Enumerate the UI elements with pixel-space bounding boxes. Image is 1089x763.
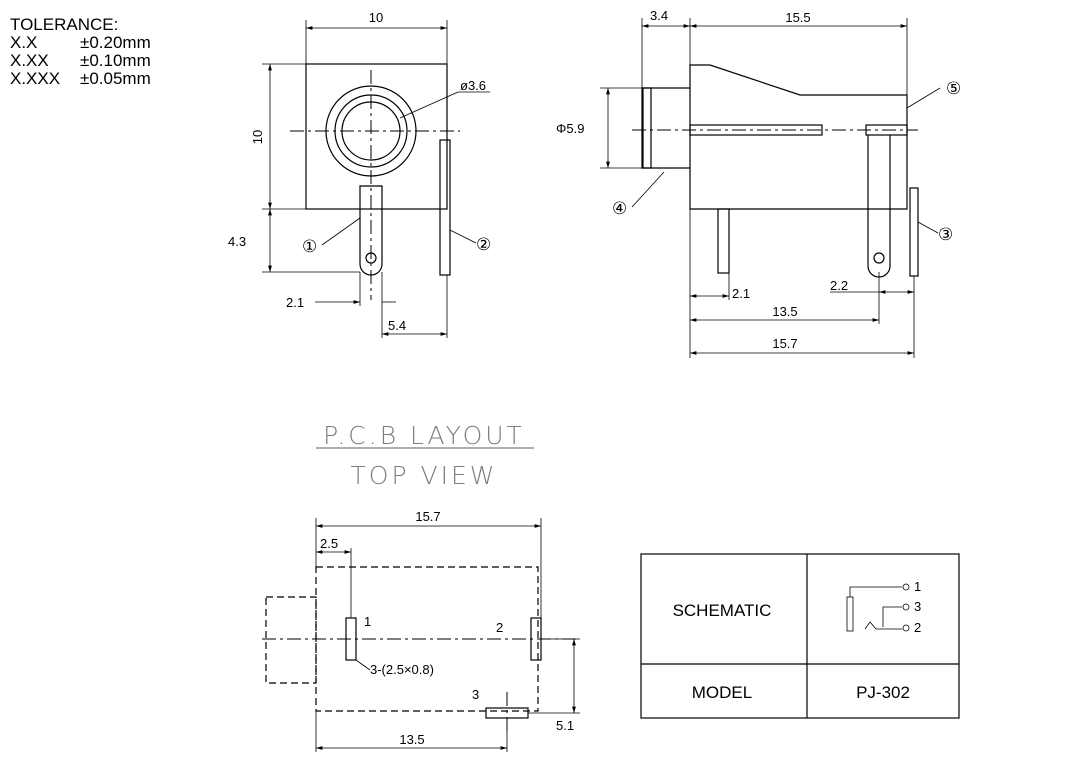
bore-leader	[399, 91, 459, 119]
dim-pcb-pin1-text: 2.5	[320, 536, 338, 551]
tolerance-format: X.XX	[10, 51, 49, 70]
schematic-symbol: 1 3 2	[846, 579, 921, 635]
pcb-front-outline	[265, 596, 317, 684]
tolerance-value: ±0.20mm	[80, 33, 151, 52]
dim-width-text: 10	[369, 10, 383, 25]
dim-bore-text: ø3.6	[460, 78, 486, 93]
callout-1-leader	[321, 217, 361, 246]
tolerance-value: ±0.10mm	[80, 51, 151, 70]
dim-pcb-span-text: 13.5	[399, 732, 424, 747]
callout-2: ②	[476, 235, 491, 254]
schematic-terminal-1	[902, 583, 910, 591]
schematic-wire-2	[864, 621, 902, 630]
front-body-outline	[305, 63, 448, 210]
schematic-wire-3	[882, 606, 902, 627]
side-plug-channel	[689, 124, 823, 136]
side-view: 3.4 15.5 Φ5.9 2.1 2.2 13.5 15.7 ⑤ ④ ③	[556, 8, 961, 358]
front-view: 10 10 4.3 2.1 5.4 ø3.6 ① ②	[228, 10, 491, 338]
callout-4: ④	[612, 199, 627, 218]
slot-note-text: 3-(2.5×0.8)	[370, 662, 434, 677]
callout-4-leader	[631, 171, 665, 208]
tolerance-row: X.XX ±0.10mm	[10, 52, 151, 70]
tolerance-block: TOLERANCE: X.X ±0.20mm X.XX ±0.10mm X.XXX ±…	[10, 16, 151, 88]
dim-body-len-text: 15.5	[785, 10, 810, 25]
schematic-label: SCHEMATIC	[673, 601, 772, 620]
callout-5: ⑤	[946, 79, 961, 98]
pin-1-hole	[365, 252, 377, 264]
model-value: PJ-302	[856, 683, 910, 702]
side-spring-contact	[865, 124, 908, 136]
tolerance-value: ±0.05mm	[80, 69, 151, 88]
table-border	[640, 553, 960, 719]
side-pin-3	[909, 187, 919, 277]
dim-pin-width-text: 2.1	[286, 295, 304, 310]
dim-pin-length-text: 4.3	[228, 234, 246, 249]
dim-side-pin-width-text: 2.1	[732, 286, 750, 301]
pcb-layout: P.C.B LAYOUT TOP VIEW 1 2 3 3-(2.5×0.8) …	[262, 421, 580, 752]
pcb-pin-3-label: 3	[472, 687, 479, 702]
callout-1: ①	[302, 237, 317, 256]
side-pin-1	[867, 135, 891, 278]
side-pin-1-hole	[873, 252, 885, 264]
side-front-ring	[642, 87, 652, 169]
pin-1-shape	[359, 185, 383, 276]
dim-side-overall-text: 15.7	[772, 336, 797, 351]
tolerance-title: TOLERANCE:	[10, 15, 119, 34]
schematic-pin-2: 2	[914, 620, 921, 635]
schematic-wire-1	[849, 586, 902, 597]
tolerance-row: X.XXX ±0.05mm	[10, 70, 151, 88]
callout-3-leader	[917, 221, 939, 234]
schematic-sleeve	[846, 596, 854, 632]
schematic-pin-3: 3	[914, 599, 921, 614]
dim-front-len-text: 3.4	[650, 8, 668, 23]
pcb-title: P.C.B LAYOUT	[323, 421, 525, 450]
pcb-pin-1-label: 1	[364, 614, 371, 629]
slot-note-leader	[355, 659, 371, 671]
dim-pcb-pin3-text: 5.1	[556, 718, 574, 733]
side-body-outline	[641, 64, 908, 210]
dim-diameter-text: Φ5.9	[556, 121, 584, 136]
spec-table: SCHEMATIC MODEL PJ-302 1 3 2	[640, 553, 960, 719]
pcb-subtitle: TOP VIEW	[351, 461, 498, 490]
schematic-terminal-2	[902, 624, 910, 632]
callout-3: ③	[938, 225, 953, 244]
model-label: MODEL	[692, 683, 752, 702]
schematic-terminal-3	[902, 603, 910, 611]
dim-side-span-text: 13.5	[772, 304, 797, 319]
schematic-pin-1: 1	[914, 579, 921, 594]
dim-pin-offset-text: 5.4	[388, 318, 406, 333]
tolerance-format: X.X	[10, 33, 38, 52]
dim-pcb-overall-text: 15.7	[415, 509, 440, 524]
tolerance-row: X.X ±0.20mm	[10, 34, 151, 52]
pin-2-shape	[439, 139, 451, 276]
callout-5-leader	[906, 87, 941, 109]
dim-height-text: 10	[250, 130, 265, 144]
side-pin-2	[717, 208, 730, 274]
dim-pin3-offset-text: 2.2	[830, 278, 848, 293]
tolerance-format: X.XXX	[10, 69, 61, 88]
pcb-pin-2-label: 2	[496, 620, 503, 635]
callout-2-leader	[449, 229, 477, 244]
